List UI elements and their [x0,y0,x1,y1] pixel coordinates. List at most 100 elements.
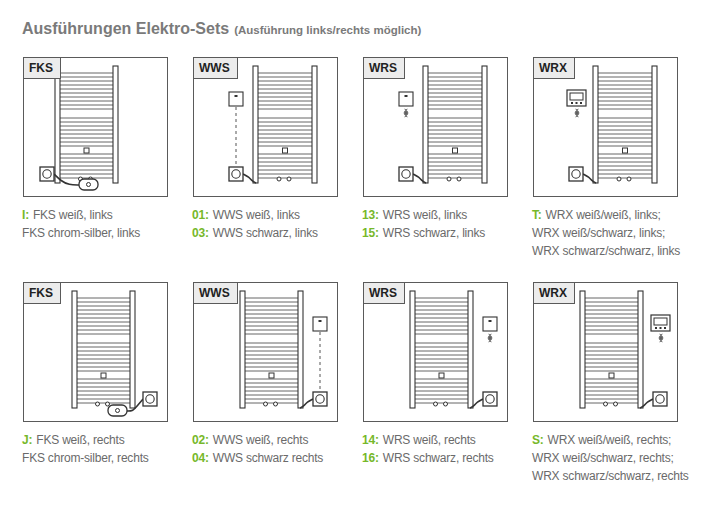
controller-key [655,327,657,329]
heating-element [108,405,127,416]
radiator-tube [245,326,298,327]
radiator-tube [598,162,652,163]
radiator-tube [77,383,130,384]
radiator-tube [245,367,298,368]
order-code: T: [532,208,542,222]
radiator-tube [415,367,468,368]
radiator-tube [245,399,298,400]
wall-socket [313,392,327,406]
valve [106,402,110,406]
variant-name: WRS weiß, links [383,208,467,222]
radiator-figure [399,66,487,183]
variant-line: J:FKS weiß, rechts [22,431,149,449]
order-code: S: [532,433,544,447]
title: Ausführungen Elektro-Sets [22,20,229,37]
power-cable [54,174,79,185]
wall-socket [143,392,157,406]
radiator-tube [245,355,298,356]
type-tag: WRX [534,58,575,79]
wall-socket-face [316,395,324,403]
radiator-tube [598,97,652,98]
radiator-tube [258,146,312,147]
valve [617,177,621,181]
order-code: 03: [192,226,209,240]
radiator-tube [415,371,468,372]
power-cable [470,399,483,408]
radiator-rail [580,291,585,408]
wall-socket [483,392,497,406]
radiator-tube [415,298,468,299]
valve [447,177,451,181]
radiator-tube [258,170,312,171]
radiator-tube [60,93,113,94]
wall-thermostat [229,92,243,106]
radiator-tube [258,105,312,106]
radiator-tube [258,154,312,155]
radiator-tube [598,109,652,110]
variant-list: S:WRX weiß/weiß, rechts;WRX weiß/schwarz… [532,431,689,485]
variant-panel: FKSJ:FKS weiß, rechtsFKS chrom-silber, r… [23,282,168,422]
radiator-tube [428,77,482,78]
radiator-tube [245,359,298,360]
wall-socket-face [402,170,410,178]
radiator-tube [598,77,652,78]
radio-waves [660,334,662,342]
radiator-tube [77,322,130,323]
wall-thermostat [313,317,327,331]
radiator-tube [258,85,312,86]
variant-name: WRX weiß/weiß, links; [546,208,661,222]
variant-panel: WRXS:WRX weiß/weiß, rechts;WRX weiß/schw… [533,282,678,422]
radiator-tube [258,97,312,98]
radiator-tube [60,122,113,123]
order-code: 02: [192,433,209,447]
valve [614,402,618,406]
wall-socket-face [656,395,664,403]
radiator-tube [77,326,130,327]
radio-waves [405,109,407,117]
radiator-tube [258,93,312,94]
radiator-rail [72,291,77,408]
radiator-tube [77,391,130,392]
radiator-tube [77,395,130,396]
radiator-tube [245,322,298,323]
variant-panel: WRXT:WRX weiß/weiß, links;WRX weiß/schwa… [533,57,678,197]
radiator-tube [585,351,638,352]
variant-panel: WWS01:WWS weiß, links03:WWS schwarz, lin… [193,57,338,197]
variant-line: T: WRX weiß/weiß, links; [532,206,680,224]
radiator-tube [428,101,482,102]
radiator-rail [468,291,473,408]
radiator-tube [428,109,482,110]
radiator-tube [258,89,312,90]
valve [627,177,631,181]
wall-socket-face [572,170,580,178]
radiator-tube [245,310,298,311]
radiator-tube [585,302,638,303]
variant-list: 14:WRS weiß, rechts16:WRS schwarz, recht… [362,431,494,467]
radiator-tube [598,130,652,131]
radiator-tube [428,93,482,94]
variant-line: 04:WWS schwarz rechts [192,449,323,467]
thermostat-button [489,320,492,322]
order-code: J: [22,433,32,447]
radiator-figure [72,291,157,416]
variant-line: WRX weiß/schwarz, rechts; [532,449,689,467]
radiator-tube [77,359,130,360]
variant-panel: WRS14:WRS weiß, rechts16:WRS schwarz, re… [363,282,508,422]
radiator-tube [428,154,482,155]
radiator-tube [60,146,113,147]
radiator-rail [113,66,118,183]
radiator-rail [593,66,598,183]
valve [277,177,281,181]
variant-name: WRS weiß, rechts [383,433,476,447]
radiator-tube [60,134,113,135]
valve [434,402,438,406]
radiator-tube [60,142,113,143]
valve [274,402,278,406]
radiator-tube [598,126,652,127]
radiator-tube [598,142,652,143]
radiator-tube [585,383,638,384]
radiator-tube [415,306,468,307]
heading: Ausführungen Elektro-Sets(Ausführung lin… [22,20,421,38]
radiator-tube [415,347,468,348]
order-code: 01: [192,208,209,222]
